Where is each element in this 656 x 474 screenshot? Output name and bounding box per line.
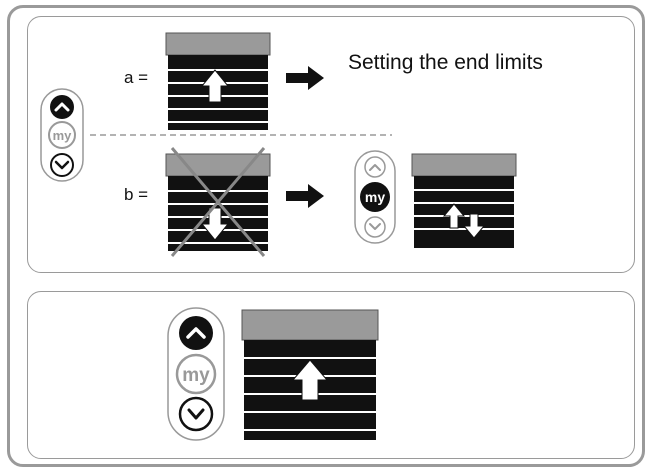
remote-small: my — [40, 88, 84, 182]
blind-large — [241, 309, 379, 440]
my-button-label: my — [53, 128, 73, 143]
arrow-right-b — [286, 184, 324, 208]
arrow-right-a — [286, 66, 324, 90]
blind-result — [411, 153, 517, 248]
blind-a — [165, 32, 271, 130]
diagram-title: Setting the end limits — [348, 51, 543, 74]
remote-large: my — [167, 307, 225, 441]
label-a: a = — [124, 68, 149, 87]
label-b: b = — [124, 185, 149, 204]
top-panel — [27, 16, 635, 273]
bottom-panel — [27, 291, 635, 459]
outer-frame — [7, 5, 645, 467]
blind-b-crossed — [165, 147, 271, 257]
remote-my-pressed: my — [354, 150, 396, 244]
my-button-label-large: my — [182, 365, 210, 386]
my-button-label-pressed: my — [365, 189, 385, 205]
